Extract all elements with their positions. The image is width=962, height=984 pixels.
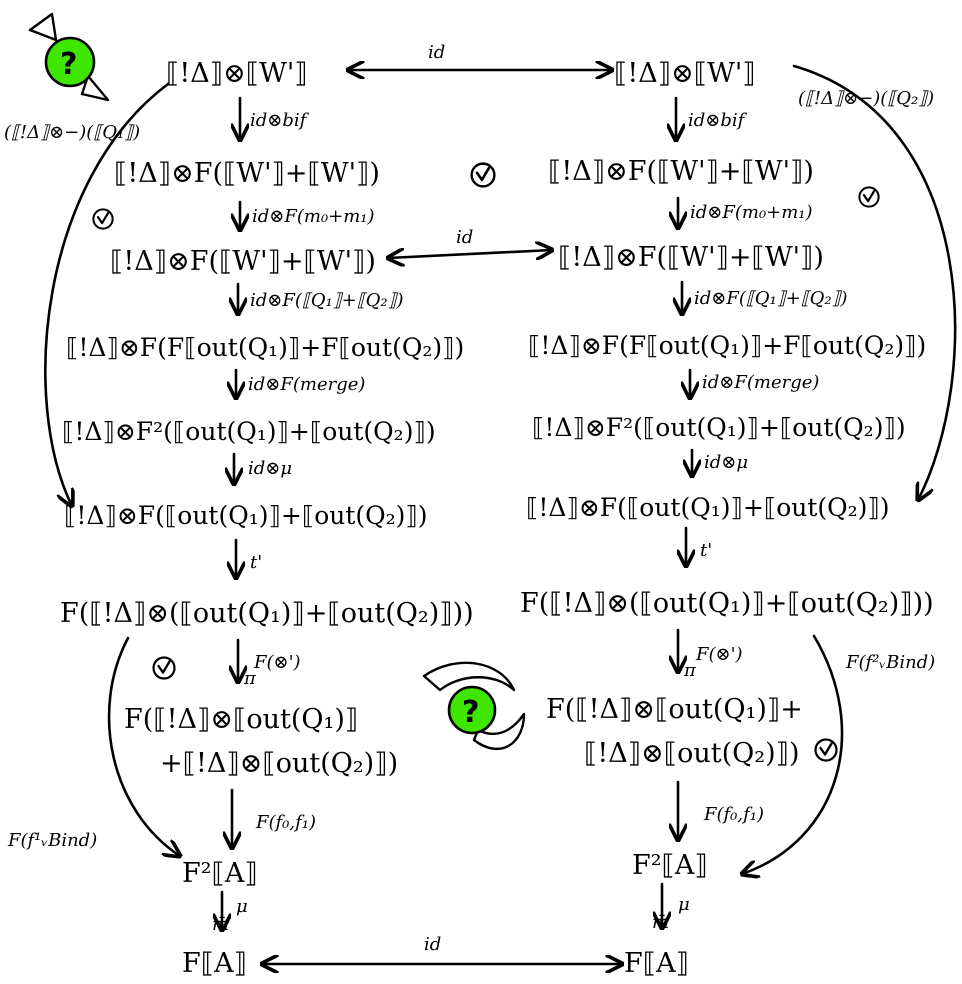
lower-left-curve [107,636,180,856]
question-mark: ? [462,695,479,730]
question-mark: ? [60,47,77,82]
top-id-label: id [428,42,445,63]
mid-id-label: id [456,227,473,248]
label-left-ff: F(f₀,f₁) [255,812,316,833]
circled-check-icon [92,208,114,230]
node-l6: F(⟦!Δ⟧⊗(⟦out(Q₁)⟧+⟦out(Q₂)⟧)) [60,598,474,629]
label-right-t: t' [700,540,712,561]
outer-left-curve [44,82,170,506]
node-r0: ⟦!Δ⟧⊗⟦W'⟧ [614,58,756,89]
label-right-q: id⊗F(⟦Q₁⟧+⟦Q₂⟧) [694,288,848,309]
node-r1: ⟦!Δ⟧⊗F(⟦W'⟧+⟦W'⟧) [548,156,814,187]
node-r9: F⟦A⟧ [624,948,689,979]
lower-right-curve [742,634,844,874]
label-left-mu2: μ [236,896,248,917]
node-l2: ⟦!Δ⟧⊗F(⟦W'⟧+⟦W'⟧) [110,246,376,277]
label-left-mu: id⊗μ [248,458,292,479]
label-left-m: id⊗F(m₀+m₁) [252,206,375,227]
label-left-t: t' [250,552,262,573]
label-right-m: id⊗F(m₀+m₁) [690,202,813,223]
node-l7a: F(⟦!Δ⟧⊗⟦out(Q₁)⟧ [124,704,358,735]
label-left-fd: F(⊗') [253,652,301,673]
node-r7a: F(⟦!Δ⟧⊗⟦out(Q₁)⟧+ [546,694,803,725]
label-left-q: id⊗F(⟦Q₁⟧+⟦Q₂⟧) [250,290,404,311]
label-curve-right: F(f²ᵥBind) [845,652,935,673]
node-r2: ⟦!Δ⟧⊗F(⟦W'⟧+⟦W'⟧) [558,242,824,273]
label-left-dsub: π [243,668,257,689]
node-r8: F²⟦A⟧ [632,850,708,881]
node-l0: ⟦!Δ⟧⊗⟦W'⟧ [166,58,308,89]
bottom-id-label: id [424,934,441,955]
label-left-merge: id⊗F(merge) [248,374,365,395]
label-outer-left: (⟦!Δ⟧⊗−)(⟦Q₁⟧) [4,122,140,143]
node-l3: ⟦!Δ⟧⊗F(F⟦out(Q₁)⟧+F⟦out(Q₂)⟧) [66,333,464,362]
label-left-bif: id⊗bif [250,110,310,131]
label-right-merge: id⊗F(merge) [702,372,819,393]
label-right-fd: F(⊗') [695,644,743,665]
node-r3: ⟦!Δ⟧⊗F(F⟦out(Q₁)⟧+F⟦out(Q₂)⟧) [528,331,926,360]
label-left-mbar: m̄ [212,914,229,935]
label-right-ff: F(f₀,f₁) [703,804,764,825]
circled-check-icon [858,186,880,208]
outer-right-curve [792,64,957,500]
node-r7b: ⟦!Δ⟧⊗⟦out(Q₂)⟧) [584,738,800,769]
circled-check-icon [814,738,838,762]
node-l9: F⟦A⟧ [182,948,247,979]
node-l7b: +⟦!Δ⟧⊗⟦out(Q₂)⟧) [160,748,398,779]
label-right-mu: id⊗μ [704,452,748,473]
node-l8: F²⟦A⟧ [182,858,258,889]
node-l5: ⟦!Δ⟧⊗F(⟦out(Q₁)⟧+⟦out(Q₂)⟧) [64,501,428,530]
wrapped-candy-icon: ? [28,12,110,102]
half-wrapped-candy-icon: ? [422,661,526,751]
mid-id-arrow [388,250,552,258]
circled-check-icon [470,162,496,188]
node-r6: F(⟦!Δ⟧⊗(⟦out(Q₁)⟧+⟦out(Q₂)⟧)) [520,588,934,619]
circled-check-icon [152,656,176,680]
node-r4: ⟦!Δ⟧⊗F²(⟦out(Q₁)⟧+⟦out(Q₂)⟧) [532,413,906,442]
node-l1: ⟦!Δ⟧⊗F(⟦W'⟧+⟦W'⟧) [114,158,380,189]
node-l4: ⟦!Δ⟧⊗F²(⟦out(Q₁)⟧+⟦out(Q₂)⟧) [62,417,436,446]
label-right-bif: id⊗bif [688,110,748,131]
label-outer-right: (⟦!Δ⟧⊗−)(⟦Q₂⟧) [798,88,934,109]
label-right-mbar: m̄ [652,912,669,933]
node-r5: ⟦!Δ⟧⊗F(⟦out(Q₁)⟧+⟦out(Q₂)⟧) [526,493,890,522]
label-right-mu2: μ [678,894,690,915]
label-right-dsub: π [683,660,697,681]
label-curve-left: F(f¹ᵥBind) [7,830,97,851]
